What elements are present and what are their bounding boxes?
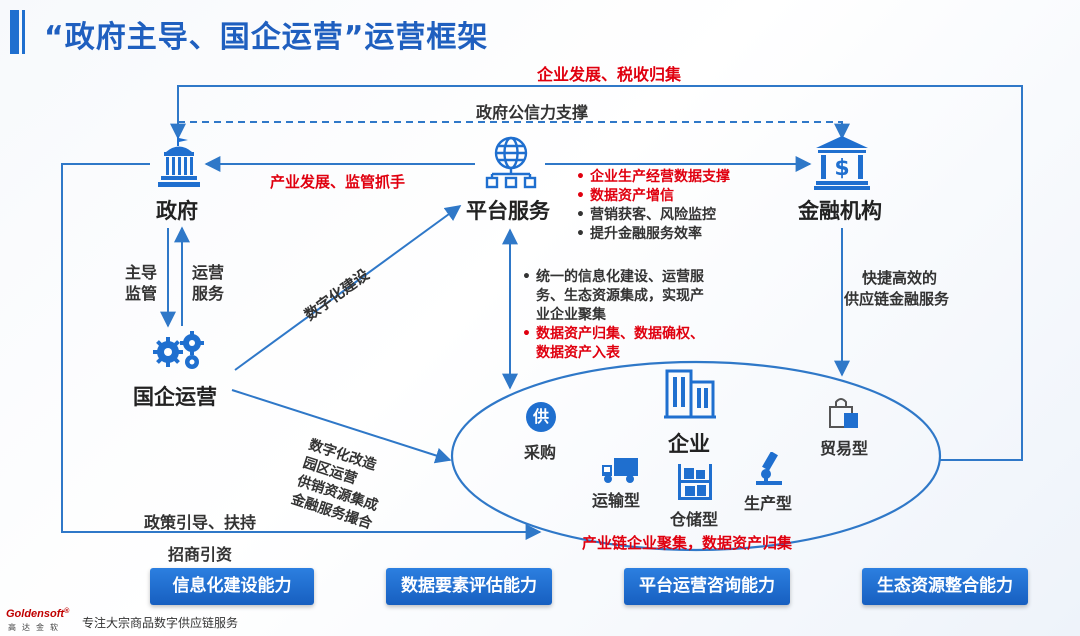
title-accent-bar-thin xyxy=(22,10,25,54)
soe-to-platform-line xyxy=(234,205,462,371)
enterprise-label: 企业 xyxy=(668,432,710,456)
capability-it-construction: 信息化建设能力 xyxy=(150,568,314,605)
list-item: 数据资产增信 xyxy=(574,187,730,206)
list-item-cont: 务、生态资源集成，实现产 xyxy=(536,288,704,304)
title-accent-bar xyxy=(10,10,19,54)
bank-icon: $ xyxy=(814,136,870,190)
warehouse-label: 仓储型 xyxy=(670,510,719,529)
soe-service-label: 运营服务 xyxy=(192,263,225,303)
trade-label: 贸易型 xyxy=(820,439,869,458)
company-slogan: 专注大宗商品数字供应链服务 xyxy=(82,616,239,630)
purchase-label: 采购 xyxy=(524,443,557,462)
credit-label: 政府公信力支撑 xyxy=(476,103,589,122)
production-label: 生产型 xyxy=(744,494,793,513)
capability-ecosystem-integration: 生态资源整合能力 xyxy=(862,568,1028,605)
gov-lead-label: 主导监管 xyxy=(125,263,158,303)
network-globe-icon xyxy=(485,136,537,189)
loop-line-tax xyxy=(170,85,1023,461)
finance-label: 金融机构 xyxy=(798,199,882,223)
svg-text:$: $ xyxy=(834,156,849,181)
ellipse-bottom-label: 产业链企业聚集，数据资产归集 xyxy=(582,534,793,552)
policy-label: 政策引导、扶持 xyxy=(144,513,257,532)
platform-label: 平台服务 xyxy=(466,199,550,223)
list-item: 营销获客、风险监控 xyxy=(574,206,730,225)
list-item: 统一的信息化建设、运营服 xyxy=(520,268,704,287)
platform-down-list: 统一的信息化建设、运营服 务、生态资源集成，实现产 业企业聚集 数据资产归集、数… xyxy=(520,268,704,363)
list-item: 提升金融服务效率 xyxy=(574,225,730,244)
policy-line xyxy=(61,163,542,540)
company-logo-cn: 高达金软 xyxy=(8,623,64,632)
gears-icon xyxy=(153,331,204,369)
list-item: 企业生产经营数据支撑 xyxy=(574,168,730,187)
transport-label: 运输型 xyxy=(592,491,641,510)
credit-dashed-line xyxy=(178,121,850,140)
list-item: 数据资产归集、数据确权、 xyxy=(520,325,704,344)
list-item-cont: 数据资产入表 xyxy=(536,345,620,361)
enterprise-building-icon xyxy=(664,369,716,419)
soe-to-enterprise-line xyxy=(231,389,452,464)
government-label: 政府 xyxy=(156,199,198,223)
page-title: “政府主导、国企运营”运营框架 xyxy=(44,20,489,55)
platform-finance-list: 企业生产经营数据支撑 数据资产增信 营销获客、风险监控 提升金融服务效率 xyxy=(574,168,730,244)
warehouse-shelf-icon xyxy=(678,464,712,500)
truck-icon xyxy=(602,458,638,483)
microscope-icon xyxy=(756,452,782,485)
capability-data-evaluation: 数据要素评估能力 xyxy=(386,568,552,605)
gov-platform-label: 产业发展、监管抓手 xyxy=(270,173,406,191)
list-item-cont: 业企业聚集 xyxy=(536,307,606,323)
capability-platform-consulting: 平台运营咨询能力 xyxy=(624,568,790,605)
finance-service-label: 快捷高效的 供应链金融服务 xyxy=(844,269,950,308)
enterprise-ellipse xyxy=(450,360,942,552)
invest-label: 招商引资 xyxy=(168,545,233,564)
company-logo: Goldensoft® xyxy=(6,608,70,620)
purchase-icon: 供 xyxy=(526,402,556,432)
soe-label: 国企运营 xyxy=(133,385,217,409)
top-flow-label: 企业发展、税收归集 xyxy=(537,65,682,84)
government-building-icon xyxy=(158,136,200,187)
shopping-bag-icon xyxy=(829,398,858,428)
